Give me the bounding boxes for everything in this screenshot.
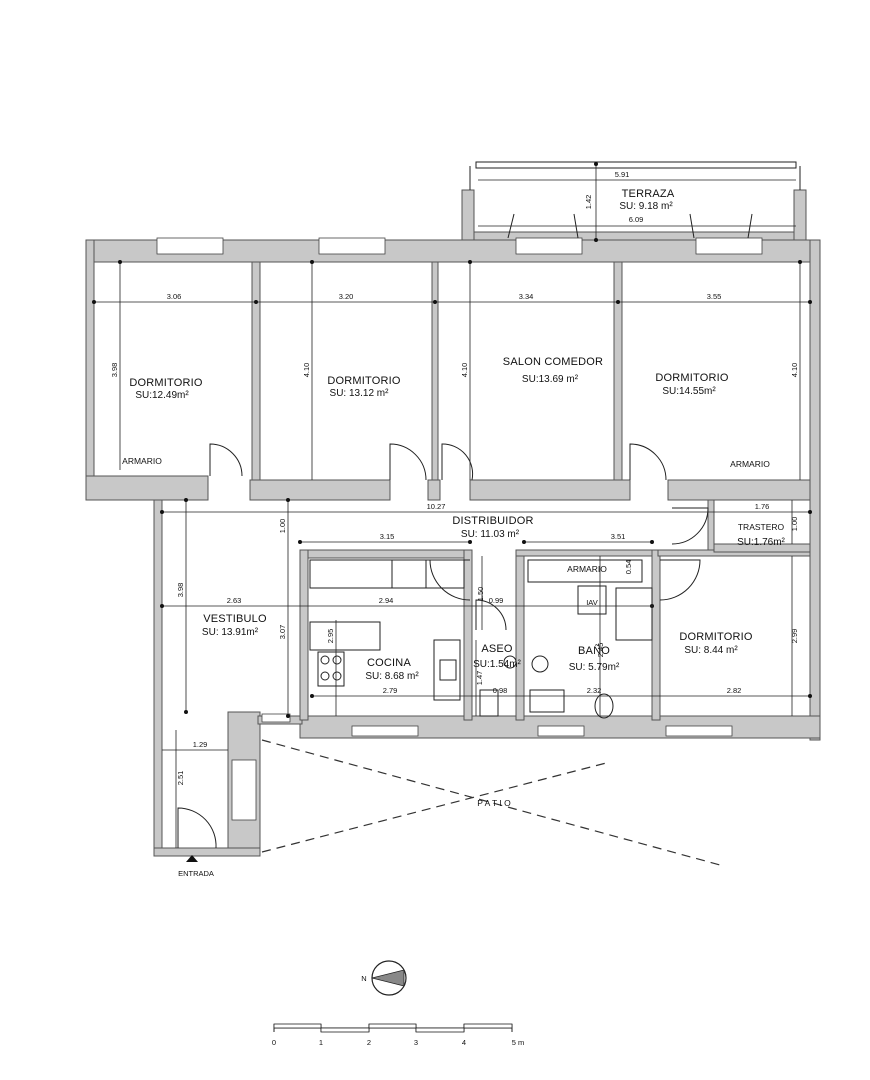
dim-294: 2.94 bbox=[379, 596, 394, 605]
dim-098: 0.98 bbox=[493, 686, 508, 695]
dormitorio2-name: DORMITORIO bbox=[327, 375, 401, 387]
north-label: N bbox=[361, 974, 366, 983]
dim-251: 2.51 bbox=[176, 771, 185, 786]
windows bbox=[156, 237, 763, 821]
trastero-name: TRASTERO bbox=[738, 522, 785, 532]
dim-t-142: 1.42 bbox=[584, 195, 593, 210]
dormitorio3-area: SU:14.55m² bbox=[662, 386, 716, 397]
scale-2: 2 bbox=[367, 1038, 371, 1047]
terraza-area: SU: 9.18 m² bbox=[619, 201, 673, 212]
dim-279: 2.79 bbox=[383, 686, 398, 695]
dim-232: 2.32 bbox=[587, 686, 602, 695]
armario-left-label: ARMARIO bbox=[122, 456, 162, 466]
vestibulo-area: SU: 13.91m² bbox=[202, 627, 259, 638]
misc-labels: ARMARIO ARMARIO ARMARIO IAV P A T I O EN… bbox=[122, 456, 770, 983]
scale-bar bbox=[273, 1023, 513, 1033]
dim-t-609: 6.09 bbox=[629, 215, 644, 224]
dim-307: 3.07 bbox=[278, 625, 287, 640]
trastero-area: SU:1.76m² bbox=[737, 537, 785, 548]
distribuidor-name: DISTRIBUIDOR bbox=[452, 515, 533, 527]
dim-129: 1.29 bbox=[193, 740, 208, 749]
door-swings bbox=[177, 443, 709, 849]
aseo-name: ASEO bbox=[481, 643, 513, 655]
dim-150: 1.50 bbox=[476, 587, 485, 602]
scale-0: 0 bbox=[272, 1038, 276, 1047]
scale-1: 1 bbox=[319, 1038, 323, 1047]
dim-282: 2.82 bbox=[727, 686, 742, 695]
dormitorio4-name: DORMITORIO bbox=[679, 631, 753, 643]
vestibulo-name: VESTIBULO bbox=[203, 613, 267, 625]
dimension-texts: 5.91 6.09 3.06 3.20 3.34 3.55 10.27 1.76… bbox=[167, 170, 770, 749]
fixtures bbox=[309, 559, 653, 719]
scale-5: 5 m bbox=[512, 1038, 525, 1047]
washbasin-icon bbox=[531, 655, 549, 673]
dimension-dots bbox=[92, 162, 812, 718]
dim-320: 3.20 bbox=[339, 292, 354, 301]
dormitorio3-name: DORMITORIO bbox=[655, 372, 729, 384]
dim-295: 2.95 bbox=[326, 629, 335, 644]
armario-center-label: ARMARIO bbox=[567, 564, 607, 574]
toilet-aseo-icon bbox=[479, 689, 499, 717]
bidet-icon bbox=[594, 693, 614, 719]
scale-3: 3 bbox=[414, 1038, 418, 1047]
dim-099: 0.99 bbox=[489, 596, 504, 605]
dim-147: 1.47 bbox=[475, 671, 484, 686]
salon-name: SALON COMEDOR bbox=[503, 356, 603, 368]
bano-area: SU: 5.79m² bbox=[569, 662, 620, 673]
dim-410c: 4.10 bbox=[790, 363, 799, 378]
scale-4: 4 bbox=[462, 1038, 466, 1047]
dim-315: 3.15 bbox=[380, 532, 395, 541]
north-arrow-icon bbox=[371, 960, 407, 996]
dim-351: 3.51 bbox=[611, 532, 626, 541]
patio-label: P A T I O bbox=[477, 798, 511, 808]
stove-icon bbox=[317, 651, 345, 687]
toilet-icon bbox=[529, 689, 565, 713]
dim-176: 1.76 bbox=[755, 502, 770, 511]
dimension-lines bbox=[94, 262, 810, 848]
dim-410a: 4.10 bbox=[302, 363, 311, 378]
cocina-name: COCINA bbox=[367, 657, 411, 669]
dim-245: 2.45 bbox=[596, 643, 605, 658]
aseo-area: SU:1.54m² bbox=[473, 659, 521, 670]
iav-label: IAV bbox=[586, 598, 598, 607]
armario-right-label: ARMARIO bbox=[730, 459, 770, 469]
dormitorio1-area: SU:12.49m² bbox=[135, 390, 189, 401]
room-labels: TERRAZA SU: 9.18 m² DORMITORIO SU:12.49m… bbox=[129, 188, 785, 682]
dim-299: 2.99 bbox=[790, 629, 799, 644]
dim-t-591: 5.91 bbox=[615, 170, 630, 179]
sink-icon bbox=[433, 639, 461, 701]
dim-306: 3.06 bbox=[167, 292, 182, 301]
dim-410b: 4.10 bbox=[460, 363, 469, 378]
bathtub-icon bbox=[615, 587, 653, 641]
dim-100b: 1.00 bbox=[790, 517, 799, 532]
scale-labels: 0 1 2 3 4 5 m bbox=[272, 1038, 524, 1047]
dim-398a: 3.98 bbox=[110, 363, 119, 378]
salon-area: SU:13.69 m² bbox=[522, 374, 579, 385]
dim-398b: 3.98 bbox=[176, 583, 185, 598]
dim-355: 3.55 bbox=[707, 292, 722, 301]
vertical-dimension-texts: 1.42 3.98 4.10 4.10 4.10 1.00 1.00 0.54 … bbox=[110, 195, 799, 786]
dim-263: 2.63 bbox=[227, 596, 242, 605]
dim-334: 3.34 bbox=[519, 292, 534, 301]
dormitorio1-name: DORMITORIO bbox=[129, 377, 203, 389]
dim-100a: 1.00 bbox=[278, 519, 287, 534]
dormitorio4-area: SU: 8.44 m² bbox=[684, 645, 738, 656]
entrada-label: ENTRADA bbox=[178, 869, 214, 878]
dormitorio2-area: SU: 13.12 m² bbox=[330, 388, 390, 399]
terraza-name: TERRAZA bbox=[622, 188, 675, 200]
distribuidor-area: SU: 11.03 m² bbox=[461, 529, 520, 540]
exterior-walls bbox=[85, 189, 821, 857]
dim-1027: 10.27 bbox=[427, 502, 446, 511]
entrance-arrow-icon bbox=[186, 855, 198, 862]
terraza-railing bbox=[469, 161, 801, 240]
dim-054: 0.54 bbox=[624, 560, 633, 575]
bano-name: BAÑO bbox=[578, 644, 610, 657]
cocina-area: SU: 8.68 m² bbox=[365, 671, 419, 682]
